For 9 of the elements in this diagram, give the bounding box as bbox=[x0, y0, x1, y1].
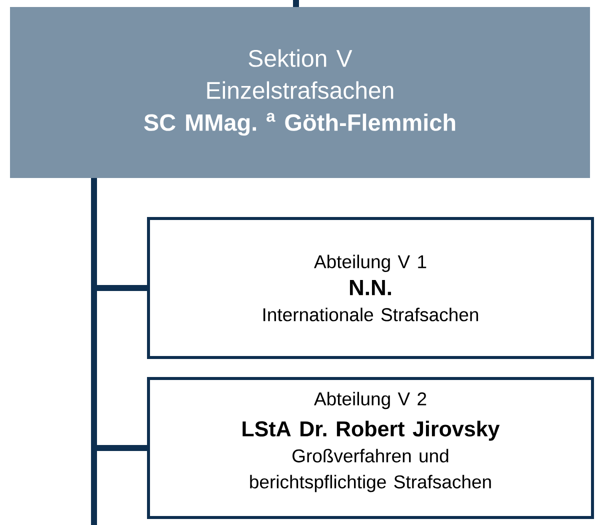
connector-line bbox=[91, 288, 97, 448]
connector-line bbox=[97, 445, 148, 451]
department-box: Abteilung V 2 LStA Dr. Robert Jirovsky Großverfahren und berichtspflichtige Strafsachen bbox=[147, 377, 594, 519]
connector-line bbox=[293, 0, 299, 7]
connector-line bbox=[91, 178, 97, 288]
department-box: Abteilung V 1 N.N. Internationale Strafsachen bbox=[147, 217, 594, 359]
section-box: Sektion V Einzelstrafsachen SC MMag. $^{a}$ Göth-Flemmich bbox=[10, 7, 590, 178]
connector-line bbox=[91, 448, 97, 525]
connector-line bbox=[97, 285, 148, 291]
